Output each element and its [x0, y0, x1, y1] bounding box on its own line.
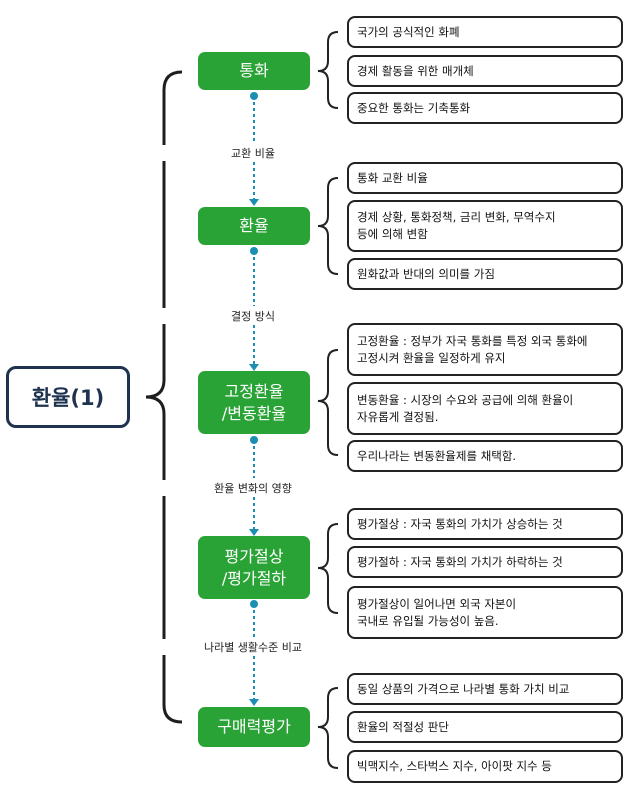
detail-box: 고정환율 : 정부가 자국 통화를 특정 외국 통화에 고정시켜 환율을 일정하… — [347, 323, 623, 376]
detail-box: 평가절상 : 자국 통화의 가치가 상승하는 것 — [347, 508, 623, 540]
node-exchange-rate: 환율 — [198, 207, 310, 245]
connector-dot — [250, 247, 258, 255]
node-ppp: 구매력평가 — [198, 707, 310, 747]
connector-arrow — [249, 364, 259, 371]
detail-box: 경제 상황, 통화정책, 금리 변화, 무역수지 등에 의해 변함 — [347, 200, 623, 252]
detail-box: 평가절하 : 자국 통화의 가치가 하락하는 것 — [347, 546, 623, 578]
root-node: 환율(1) — [6, 366, 130, 428]
detail-box: 중요한 통화는 기축통화 — [347, 92, 623, 124]
connector-arrow — [249, 199, 259, 206]
detail-box: 통화 교환 비율 — [347, 162, 623, 194]
detail-box: 환율의 적절성 판단 — [347, 711, 623, 743]
edge-label: 교환 비율 — [160, 145, 346, 161]
detail-box: 빅맥지수, 스타벅스 지수, 아이팟 지수 등 — [347, 750, 623, 783]
detail-box: 국가의 공식적인 화폐 — [347, 16, 623, 48]
detail-box: 경제 활동을 위한 매개체 — [347, 55, 623, 87]
connector-dot — [250, 436, 258, 444]
detail-box: 원화값과 반대의 의미를 가짐 — [347, 258, 623, 290]
detail-box: 우리나라는 변동환율제를 채택함. — [347, 440, 623, 472]
node-fixed-floating: 고정환율 /변동환율 — [198, 371, 310, 434]
detail-brace-2 — [317, 177, 339, 275]
connector-arrow — [249, 529, 259, 536]
connector-dot — [250, 92, 258, 100]
edge-label: 결정 방식 — [160, 308, 346, 324]
connector-arrow — [249, 699, 259, 706]
edge-label: 나라별 생활수준 비교 — [160, 639, 346, 655]
detail-brace-5 — [317, 687, 339, 769]
detail-box: 동일 상품의 가격으로 나라별 통화 가치 비교 — [347, 673, 623, 705]
connector-dot — [250, 600, 258, 608]
root-brace — [145, 70, 183, 724]
edge-label: 환율 변화의 영향 — [160, 480, 346, 496]
detail-brace-1 — [317, 31, 339, 109]
detail-box: 평가절상이 일어나면 외국 자본이 국내로 유입될 가능성이 높음. — [347, 586, 623, 639]
detail-brace-4 — [317, 523, 339, 614]
detail-box: 변동환율 : 시장의 수요와 공급에 의해 환율이 자유롭게 결정됨. — [347, 382, 623, 435]
node-revaluation-devaluation: 평가절상 /평가절하 — [198, 536, 310, 599]
detail-brace-3 — [317, 349, 339, 456]
node-currency: 통화 — [198, 52, 310, 90]
